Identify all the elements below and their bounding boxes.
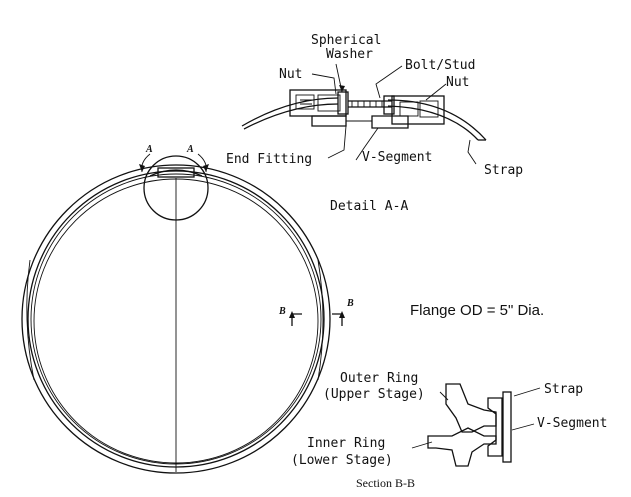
label-bolt-stud: Bolt/Stud: [405, 58, 475, 73]
section-mark-a-right: A: [186, 144, 194, 155]
label-outer-ring: Outer Ring: [340, 371, 418, 386]
detail-labels: Spherical Washer Nut Bolt/Stud Nut End F…: [226, 33, 523, 214]
detail-title: Detail A-A: [330, 199, 408, 214]
section-mark-b-right: B: [346, 298, 354, 309]
label-v-segment-section: V-Segment: [537, 416, 607, 431]
label-v-segment-detail: V-Segment: [362, 150, 432, 165]
label-nut-right: Nut: [446, 75, 469, 90]
label-washer: Washer: [326, 47, 373, 62]
label-inner-ring: Inner Ring: [307, 436, 385, 451]
section-title: Section B-B: [356, 476, 415, 490]
label-lower-stage: (Lower Stage): [291, 453, 393, 468]
label-strap-section: Strap: [544, 382, 583, 397]
detail-a-a-drawing: [241, 63, 487, 165]
section-labels: Outer Ring (Upper Stage) Inner Ring (Low…: [291, 371, 607, 490]
label-end-fitting: End Fitting: [226, 152, 312, 167]
label-strap-detail: Strap: [484, 163, 523, 178]
section-mark-b-left: B: [278, 306, 286, 317]
section-b-b-drawing: [411, 383, 541, 467]
flange-od-note: Flange OD = 5" Dia.: [410, 302, 544, 319]
clamp-ring-drawing: [21, 153, 345, 474]
ring-labels: A A B B: [145, 144, 354, 317]
section-mark-a-left: A: [145, 144, 153, 155]
label-upper-stage: (Upper Stage): [323, 387, 425, 402]
label-spherical: Spherical: [311, 33, 381, 48]
label-nut-left: Nut: [279, 67, 302, 82]
